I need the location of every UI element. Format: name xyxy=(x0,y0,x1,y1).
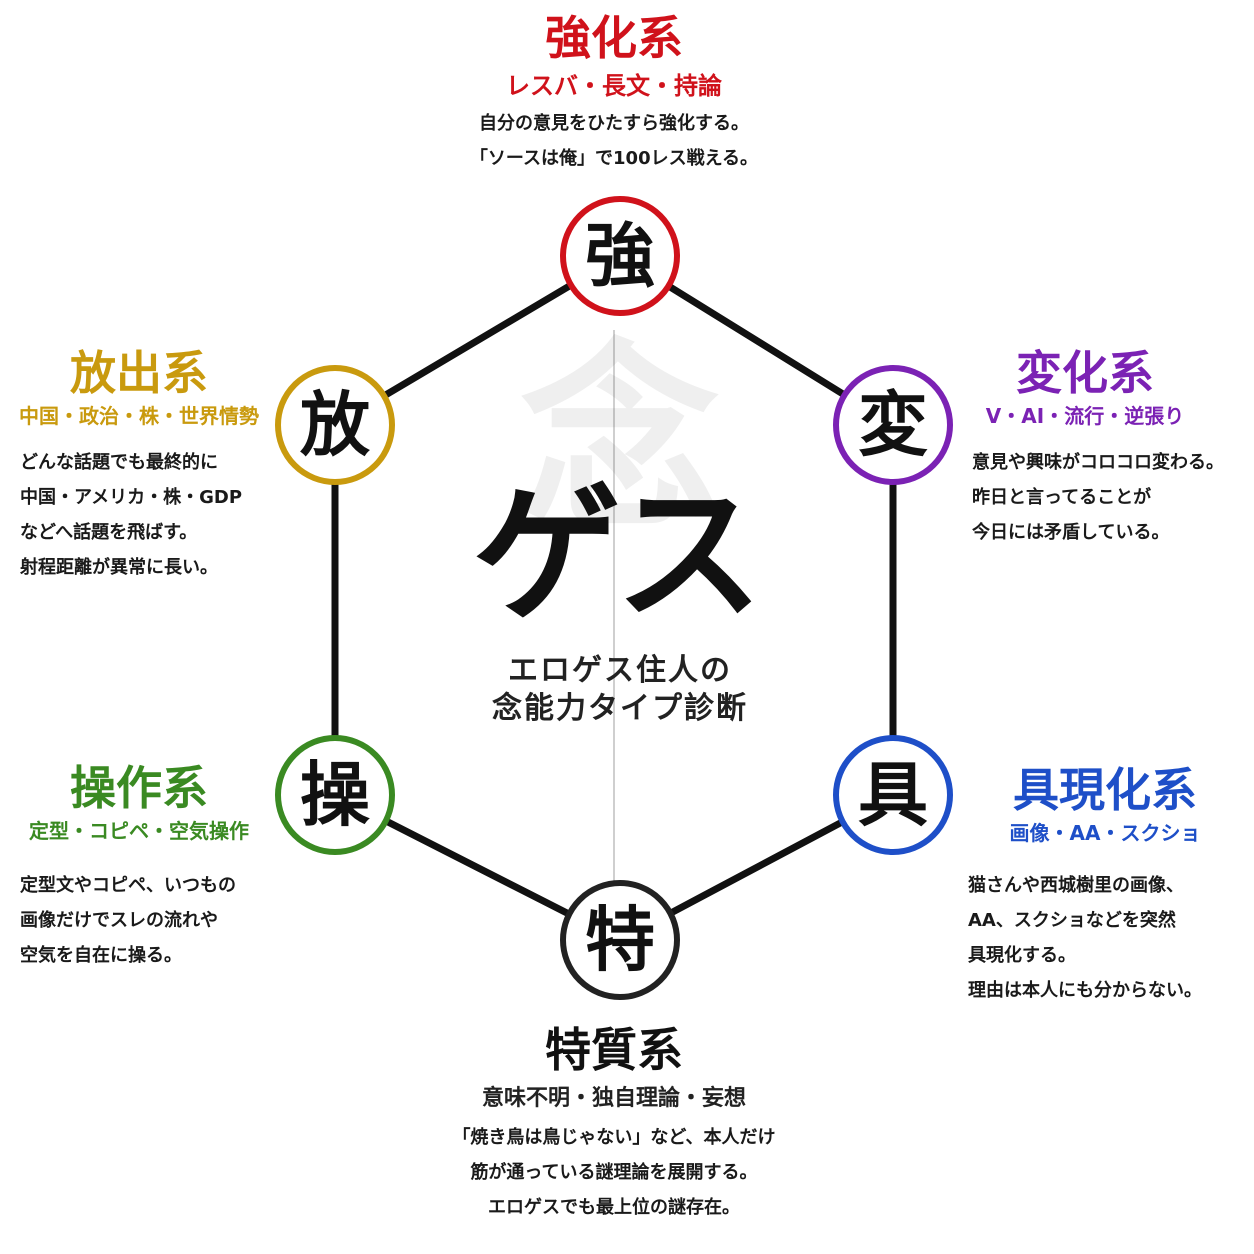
henka-title: 変化系 xyxy=(1016,346,1154,400)
center-subtitle: エロゲス住人の 念能力タイプ診断 xyxy=(470,652,770,728)
gugen-desc-line: AA、スクショなどを突然 xyxy=(968,910,1176,931)
node-henka-symbol: 変 xyxy=(858,383,928,466)
houshutsu-title: 放出系 xyxy=(70,346,208,400)
henka-desc-line: 今日には矛盾している。 xyxy=(972,522,1170,543)
henka-keywords: V・AI・流行・逆張り xyxy=(985,404,1185,428)
node-tokushitsu: 特 xyxy=(560,880,680,1000)
henka-desc-line: 意見や興味がコロコロ変わる。 xyxy=(972,452,1224,473)
block-houshutsu-head: 放出系 中国・政治・株・世界情勢 xyxy=(14,345,264,431)
houshutsu-keywords: 中国・政治・株・世界情勢 xyxy=(19,404,259,428)
center-subtitle-line1: エロゲス住人の xyxy=(508,653,732,688)
block-sousa-head: 操作系 定型・コピペ・空気操作 xyxy=(14,760,264,846)
node-gugen-symbol: 具 xyxy=(858,753,928,836)
sousa-desc-line: 画像だけでスレの流れや xyxy=(20,910,218,931)
node-tokushitsu-symbol: 特 xyxy=(585,898,655,981)
kyouka-desc-line: 自分の意見をひたすら強化する。 xyxy=(479,113,749,134)
tokushitsu-desc-line: エロゲスでも最上位の謎存在。 xyxy=(488,1197,740,1218)
node-houshutsu: 放 xyxy=(275,365,395,485)
houshutsu-desc-line: 中国・アメリカ・株・GDP xyxy=(20,487,243,508)
block-kyouka: 強化系 レスバ・長文・持論 自分の意見をひたすら強化する。 「ソースは俺」で10… xyxy=(414,10,814,176)
gugen-keywords: 画像・AA・スクショ xyxy=(1009,821,1201,845)
gugen-title: 具現化系 xyxy=(1013,763,1197,817)
node-houshutsu-symbol: 放 xyxy=(300,383,370,466)
kyouka-desc-line: 「ソースは俺」で100レス戦える。 xyxy=(469,148,759,169)
sousa-desc-line: 空気を自在に操る。 xyxy=(20,945,182,966)
block-houshutsu-desc: どんな話題でも最終的に 中国・アメリカ・株・GDP などへ話題を飛ばす。 射程距… xyxy=(20,445,242,585)
block-tokushitsu: 特質系 意味不明・独自理論・妄想 「焼き鳥は鳥じゃない」など、本人だけ 筋が通っ… xyxy=(414,1022,814,1225)
houshutsu-desc-line: 射程距離が異常に長い。 xyxy=(20,557,218,578)
center-title: ゲス xyxy=(473,467,763,641)
block-henka-head: 変化系 V・AI・流行・逆張り xyxy=(960,345,1210,431)
watermark-glyph: 念 xyxy=(519,322,720,557)
sousa-title: 操作系 xyxy=(70,761,208,815)
kyouka-title: 強化系 xyxy=(545,11,683,65)
gugen-desc-line: 猫さんや西城樹里の画像、 xyxy=(968,875,1184,896)
sousa-keywords: 定型・コピペ・空気操作 xyxy=(29,819,249,843)
node-sousa: 操 xyxy=(275,735,395,855)
node-kyouka: 強 xyxy=(560,196,680,316)
sousa-desc-line: 定型文やコピペ、いつもの xyxy=(20,875,236,896)
node-gugen: 具 xyxy=(833,735,953,855)
node-kyouka-symbol: 強 xyxy=(585,214,655,297)
block-henka-desc: 意見や興味がコロコロ変わる。 昨日と言ってることが 今日には矛盾している。 xyxy=(972,445,1224,550)
gugen-desc-line: 具現化する。 xyxy=(968,945,1076,966)
center-subtitle-line2: 念能力タイプ診断 xyxy=(492,691,748,726)
node-sousa-symbol: 操 xyxy=(300,753,370,836)
houshutsu-desc-line: などへ話題を飛ばす。 xyxy=(20,522,198,543)
tokushitsu-desc-line: 「焼き鳥は鳥じゃない」など、本人だけ xyxy=(452,1127,776,1148)
tokushitsu-keywords: 意味不明・独自理論・妄想 xyxy=(481,1086,746,1111)
tokushitsu-title: 特質系 xyxy=(545,1023,683,1077)
houshutsu-desc-line: どんな話題でも最終的に xyxy=(20,452,218,473)
gugen-desc-line: 理由は本人にも分からない。 xyxy=(968,980,1202,1001)
block-gugen-desc: 猫さんや西城樹里の画像、 AA、スクショなどを突然 具現化する。 理由は本人にも… xyxy=(968,868,1202,1008)
block-sousa-desc: 定型文やコピペ、いつもの 画像だけでスレの流れや 空気を自在に操る。 xyxy=(20,868,236,973)
kyouka-keywords: レスバ・長文・持論 xyxy=(506,72,722,100)
block-gugen-head: 具現化系 画像・AA・スクショ xyxy=(980,762,1230,848)
node-henka: 変 xyxy=(833,365,953,485)
tokushitsu-desc-line: 筋が通っている謎理論を展開する。 xyxy=(470,1162,758,1183)
henka-desc-line: 昨日と言ってることが xyxy=(972,487,1152,508)
